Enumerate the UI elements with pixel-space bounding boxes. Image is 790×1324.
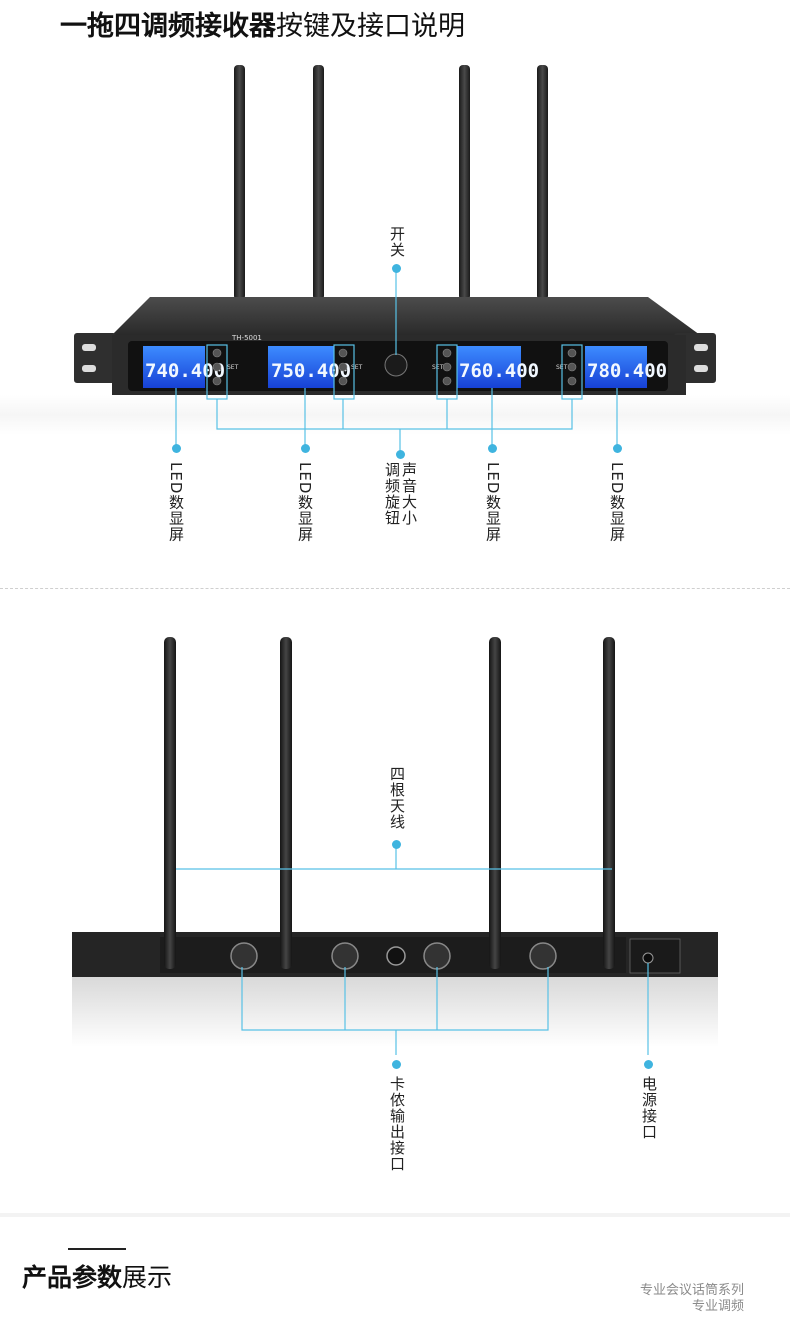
footer-title: 产品参数展示	[22, 1258, 172, 1294]
label-power-port: 电源接口	[640, 1076, 658, 1140]
label-power-switch: 开关	[388, 226, 406, 258]
model-label: TH-5001	[231, 334, 262, 342]
lcd-display-1: 740.400	[145, 360, 225, 382]
callout-dot-power	[392, 264, 401, 273]
page-title: 一拖四调频接收器按键及接口说明	[60, 4, 465, 43]
receiver-front-image: TH-5001 740.400 750.400 760.400 780.400 …	[74, 65, 716, 453]
set-label-1: SET	[227, 364, 239, 371]
callout-dot-led2	[301, 444, 310, 453]
footer-note-line1: 专业会议话筒系列	[639, 1283, 744, 1298]
lcd-group: 740.400 750.400 760.400 780.400	[143, 346, 667, 388]
footer-title-bold: 产品参数	[22, 1263, 123, 1292]
lcd-display-3: 760.400	[459, 360, 539, 382]
footer-title-normal: 展示	[122, 1263, 173, 1292]
callout-dot-led3	[488, 444, 497, 453]
callout-dot-led1	[172, 444, 181, 453]
title-normal: 按键及接口说明	[276, 11, 465, 42]
callout-dot-volume	[396, 450, 405, 459]
power-button-image	[384, 353, 408, 377]
label-led-display-3: LED数显屏	[484, 462, 502, 543]
label-led-display-2: LED数显屏	[296, 462, 314, 543]
callout-dot-led4	[613, 444, 622, 453]
callout-dot-antennas	[392, 840, 401, 849]
section-divider	[0, 588, 790, 589]
label-xlr-outputs: 卡侬输出接口	[388, 1076, 406, 1172]
xlr-connectors	[230, 942, 557, 970]
callout-dot-power-port	[644, 1060, 653, 1069]
front-reflection	[0, 395, 790, 435]
button-columns	[212, 348, 577, 386]
footer-note: 专业会议话筒系列 专业调频	[640, 1283, 744, 1315]
set-label-2: SET	[351, 364, 363, 371]
footer-note-line2: 专业调频	[691, 1299, 744, 1314]
callout-dot-xlr	[392, 1060, 401, 1069]
label-led-display-4: LED数显屏	[608, 462, 626, 543]
receiver-rear-image	[72, 637, 718, 1055]
footer-separator-band	[0, 1213, 790, 1217]
lcd-display-2: 750.400	[271, 360, 351, 382]
front-antennas	[234, 65, 548, 300]
set-label-3: SET	[432, 364, 444, 371]
footer-accent-bar	[68, 1248, 126, 1250]
rear-antennas	[164, 637, 615, 969]
title-bold: 一拖四调频接收器	[60, 11, 276, 42]
lcd-display-4: 780.400	[587, 360, 667, 382]
label-led-display-1: LED数显屏	[167, 462, 185, 543]
label-antennas: 四根天线	[388, 766, 406, 830]
label-volume-knob: 声音大小调频旋钮	[383, 462, 418, 526]
